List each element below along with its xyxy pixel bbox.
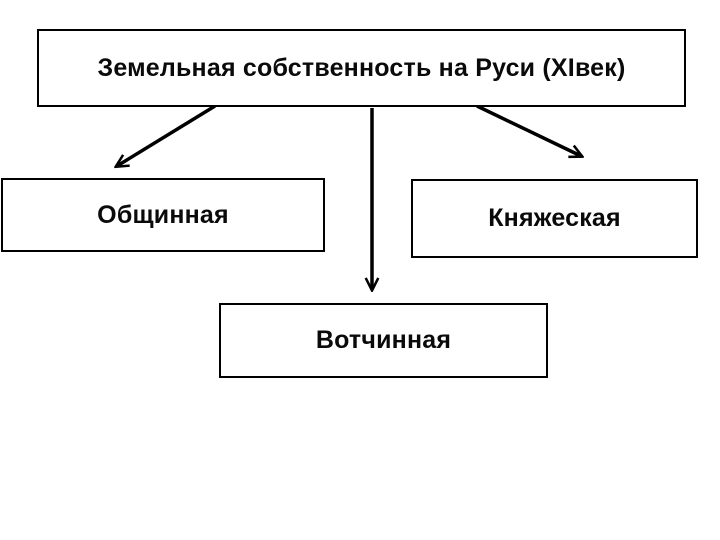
node-obshchinnaya: Общинная	[1, 178, 325, 252]
node-knyazheskaya: Княжеская	[411, 179, 698, 258]
arrow-root-to-knyazheskaya	[476, 104, 581, 156]
node-title-land-ownership: Земельная собственность на Руси (XIвек)	[37, 29, 686, 107]
node-title-label: Земельная собственность на Руси (XIвек)	[97, 53, 626, 82]
arrow-root-to-obshchinnaya	[117, 104, 216, 166]
node-votchinnaya: Вотчинная	[219, 303, 548, 378]
node-votchinnaya-label: Вотчинная	[315, 326, 452, 354]
node-obshchinnaya-label: Общинная	[97, 200, 229, 229]
node-knyazheskaya-label: Княжеская	[488, 204, 621, 232]
